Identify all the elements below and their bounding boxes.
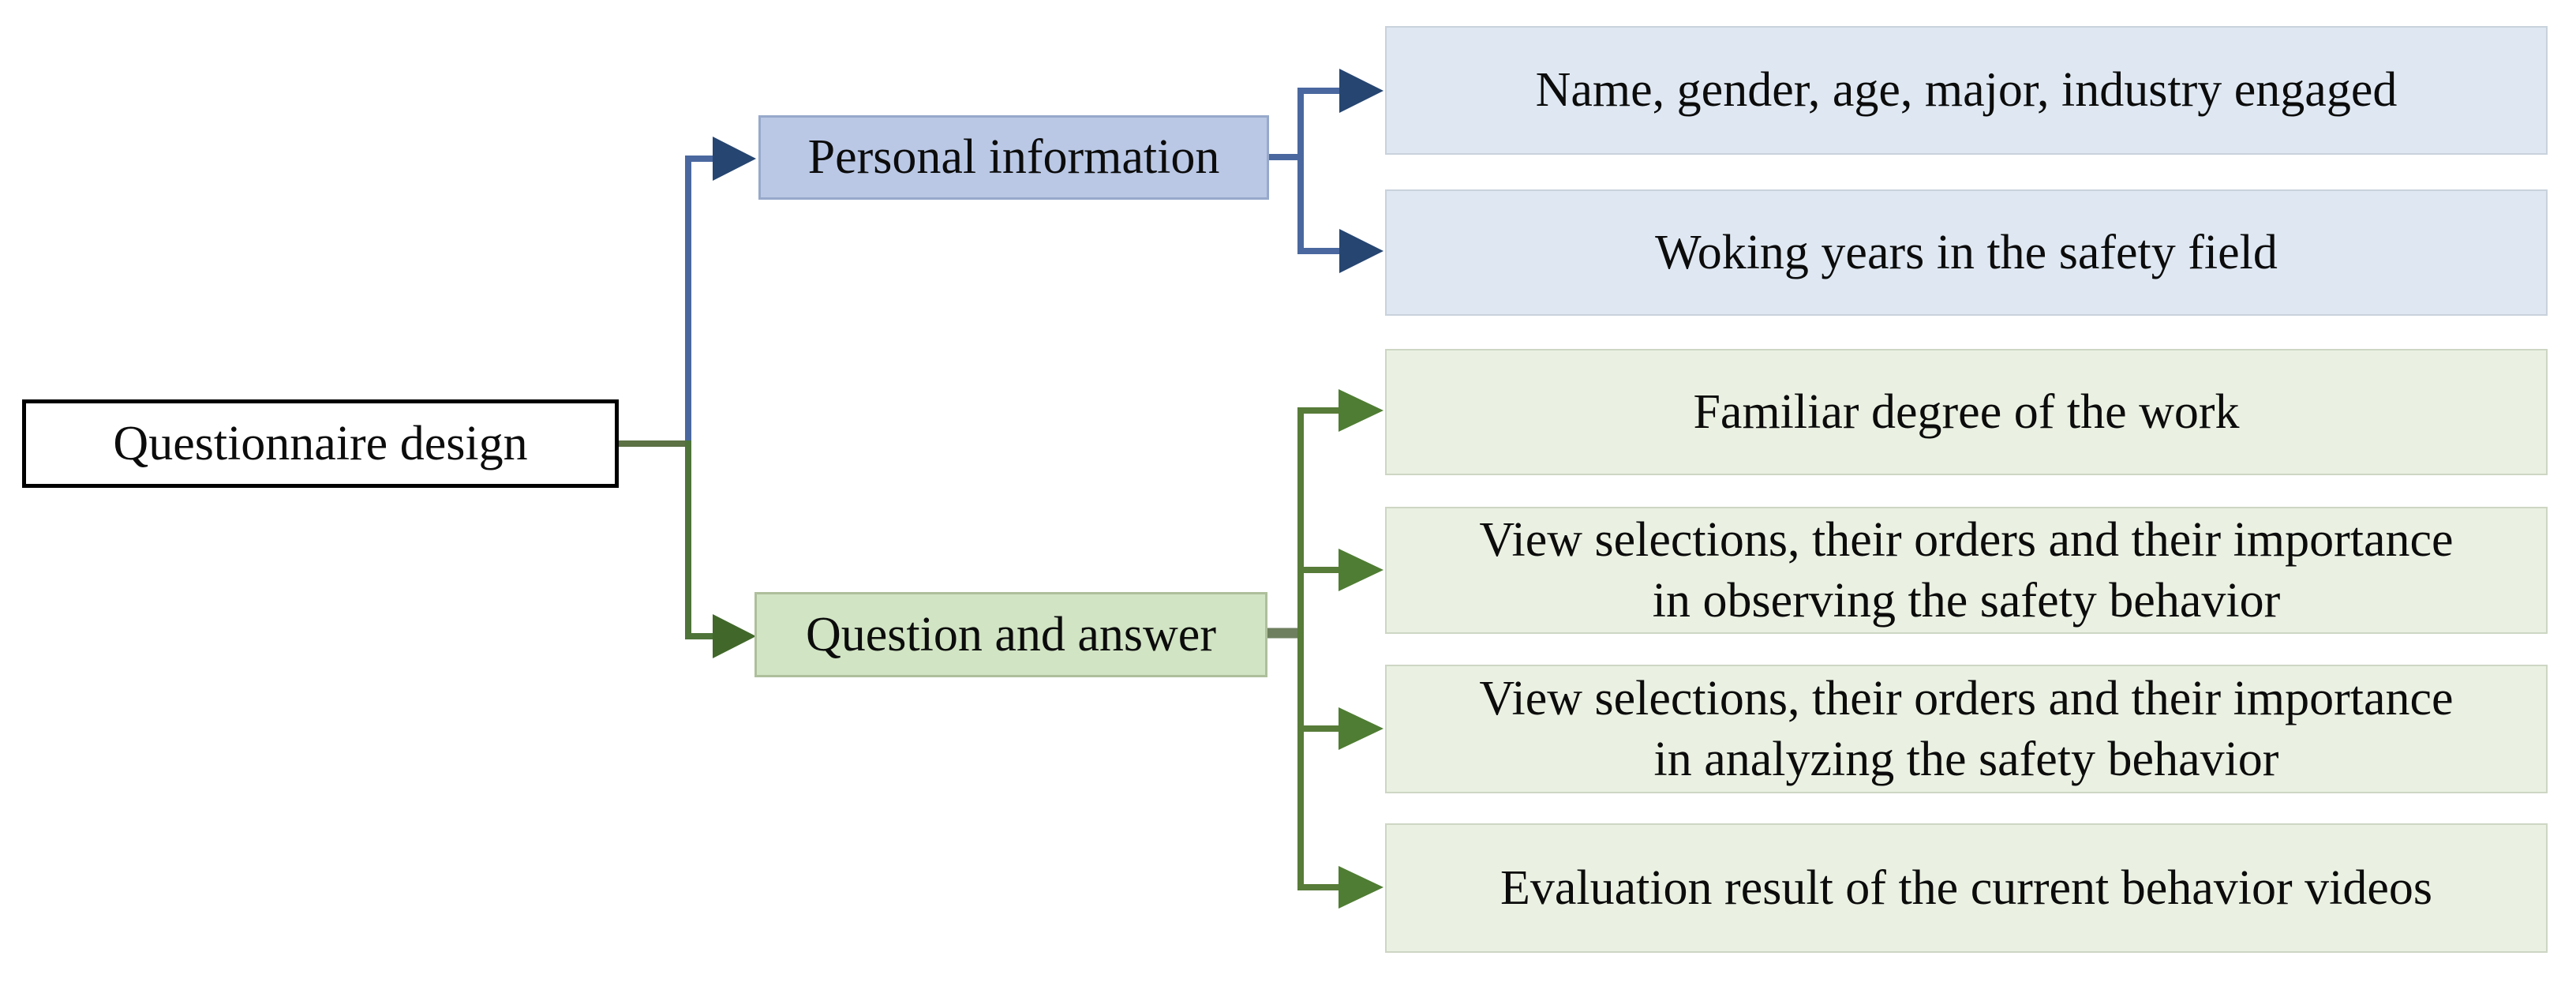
node-view-selections-analyzing-line1: View selections, their orders and their … xyxy=(1479,671,2454,725)
connector-root-to-qa xyxy=(685,440,715,639)
arrowhead-personal-information xyxy=(713,137,756,181)
arrowhead-child-evaluation xyxy=(1339,866,1383,909)
node-familiar-degree-label: Familiar degree of the work xyxy=(1693,384,2240,439)
node-familiar-degree: Familiar degree of the work xyxy=(1385,349,2548,475)
arrowhead-child-analyzing xyxy=(1339,707,1383,750)
arrowhead-child-woking-years xyxy=(1339,229,1383,273)
connector-root-to-personal xyxy=(685,156,715,447)
node-view-selections-analyzing: View selections, their orders and their … xyxy=(1385,665,2548,793)
arrowhead-child-name-gender xyxy=(1339,69,1383,113)
connector-qa-splitter xyxy=(1297,407,1342,890)
node-personal-information-label: Personal information xyxy=(807,130,1220,185)
node-personal-information: Personal information xyxy=(758,115,1269,200)
node-questionnaire-design: Questionnaire design xyxy=(22,399,619,488)
node-view-selections-observing-line1: View selections, their orders and their … xyxy=(1479,512,2454,567)
node-name-gender-age-label: Name, gender, age, major, industry engag… xyxy=(1535,63,2398,118)
node-question-and-answer: Question and answer xyxy=(754,592,1267,677)
node-evaluation-result-label: Evaluation result of the current behavio… xyxy=(1500,860,2433,915)
node-question-and-answer-label: Question and answer xyxy=(806,607,1216,662)
node-questionnaire-design-label: Questionnaire design xyxy=(113,416,528,470)
node-woking-years-label: Woking years in the safety field xyxy=(1655,225,2278,279)
node-evaluation-result: Evaluation result of the current behavio… xyxy=(1385,823,2548,953)
node-view-selections-observing-line2: in observing the safety behavior xyxy=(1652,573,2281,628)
arrowhead-child-familiar-degree xyxy=(1339,389,1383,432)
node-view-selections-observing: View selections, their orders and their … xyxy=(1385,507,2548,634)
node-woking-years: Woking years in the safety field xyxy=(1385,189,2548,316)
node-view-selections-analyzing-line2: in analyzing the safety behavior xyxy=(1653,732,2279,786)
arrowhead-child-observing xyxy=(1339,549,1383,591)
arrowhead-question-answer xyxy=(713,614,756,658)
connector-personal-splitter xyxy=(1297,88,1342,254)
node-name-gender-age: Name, gender, age, major, industry engag… xyxy=(1385,26,2548,155)
